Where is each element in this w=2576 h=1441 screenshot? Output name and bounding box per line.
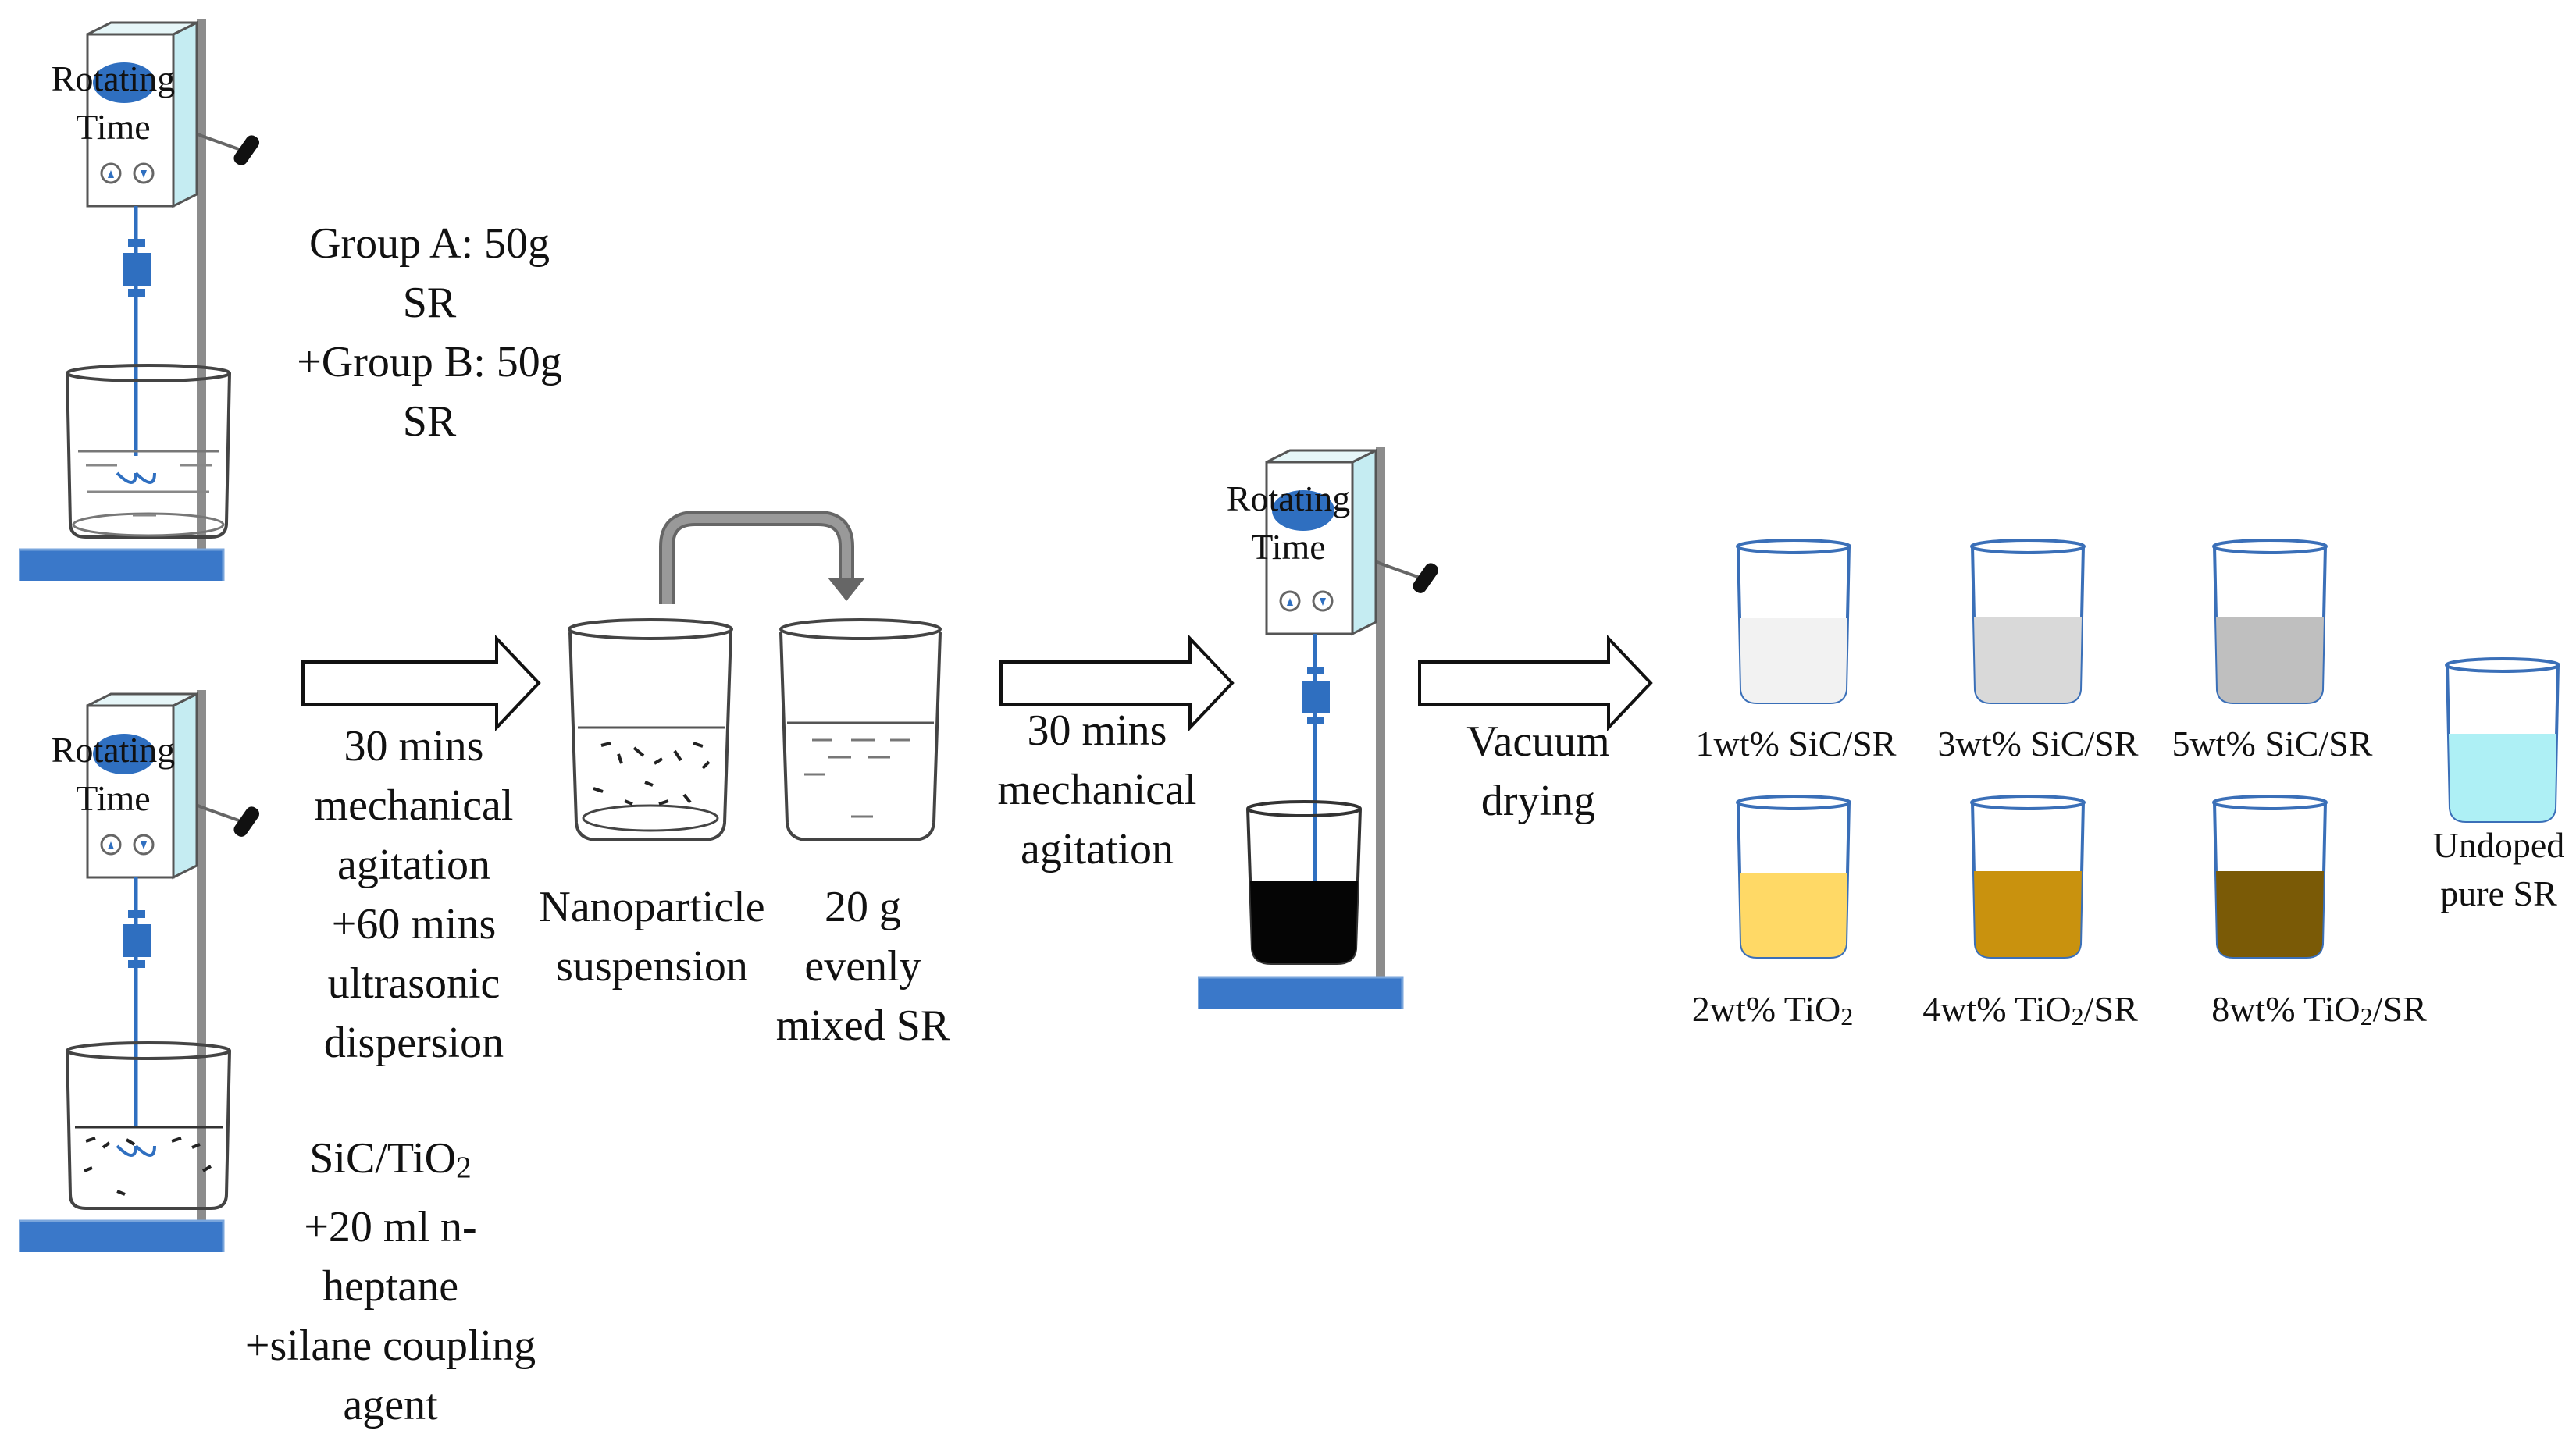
step2-label: 30 mins mechanical agitation <box>997 706 1197 873</box>
sample-label-5wt-sic: 5wt% SiC/SR <box>2172 724 2373 763</box>
beaker-icon <box>1246 800 1362 965</box>
mixed-sr-label: 20 g evenly mixed SR <box>775 883 950 1050</box>
sample-beaker-1wt-sic <box>1736 539 1851 704</box>
suspension-beaker <box>568 618 733 841</box>
time-label: Time <box>76 778 151 818</box>
step3-label: Vacuum drying <box>1466 717 1610 825</box>
suspension-label: Nanoparticle suspension <box>539 883 765 991</box>
sample-label-3wt-sic: 3wt% SiC/SR <box>1937 724 2139 763</box>
beaker-icon <box>66 1041 231 1210</box>
sample-label-8wt-tio2: 8wt% TiO2/SR <box>2211 989 2427 1030</box>
stirrer-top-labels: Rotating Time <box>39 55 187 151</box>
sample-beaker-undoped <box>2445 657 2560 823</box>
stirrer-bottom-labels: Rotating Time <box>39 726 187 823</box>
beaker-icon <box>66 364 231 539</box>
stirrer-top <box>19 17 262 596</box>
sample-beaker-4wt-tio2 <box>1970 795 2086 959</box>
time-label: Time <box>1251 527 1326 567</box>
sample-beaker-5wt-sic <box>2212 539 2328 704</box>
sample-beaker-3wt-sic <box>1970 539 2086 704</box>
stirrer-middle <box>1198 445 1441 1024</box>
stirrer-bottom <box>19 688 262 1268</box>
arrow-right-icon <box>301 634 541 732</box>
time-label: Time <box>76 107 151 147</box>
curved-arrow-icon <box>659 511 865 604</box>
sample-beaker-2wt-tio2 <box>1736 795 1851 959</box>
beaker-icon <box>779 618 942 841</box>
rotating-label: Rotating <box>51 59 176 98</box>
sample-label-1wt-sic: 1wt% SiC/SR <box>1695 724 1897 763</box>
sample-label-2wt-tio2: 2wt% TiO2 <box>1691 989 1854 1030</box>
stirrer-middle-labels: Rotating Time <box>1214 475 1363 571</box>
rotating-label: Rotating <box>51 730 176 770</box>
rotating-label: Rotating <box>1226 479 1351 518</box>
mixed-sr-beaker <box>779 618 942 841</box>
sample-label-4wt-tio2: 4wt% TiO2/SR <box>1922 989 2138 1030</box>
arrow-right-icon <box>999 634 1235 732</box>
beaker-icon <box>568 618 733 841</box>
sample-beaker-8wt-tio2 <box>2212 795 2328 959</box>
sample-label-undoped: Undoped pure SR <box>2432 825 2565 913</box>
group-label: Group A: 50g SR +Group B: 50g SR <box>297 219 562 446</box>
step1-label: 30 mins mechanical agitation +60 mins ul… <box>314 722 514 1067</box>
reagent-label: SiC/TiO2 +20 ml n- heptane +silane coupl… <box>244 1134 536 1429</box>
arrow-right-icon <box>1418 634 1653 732</box>
